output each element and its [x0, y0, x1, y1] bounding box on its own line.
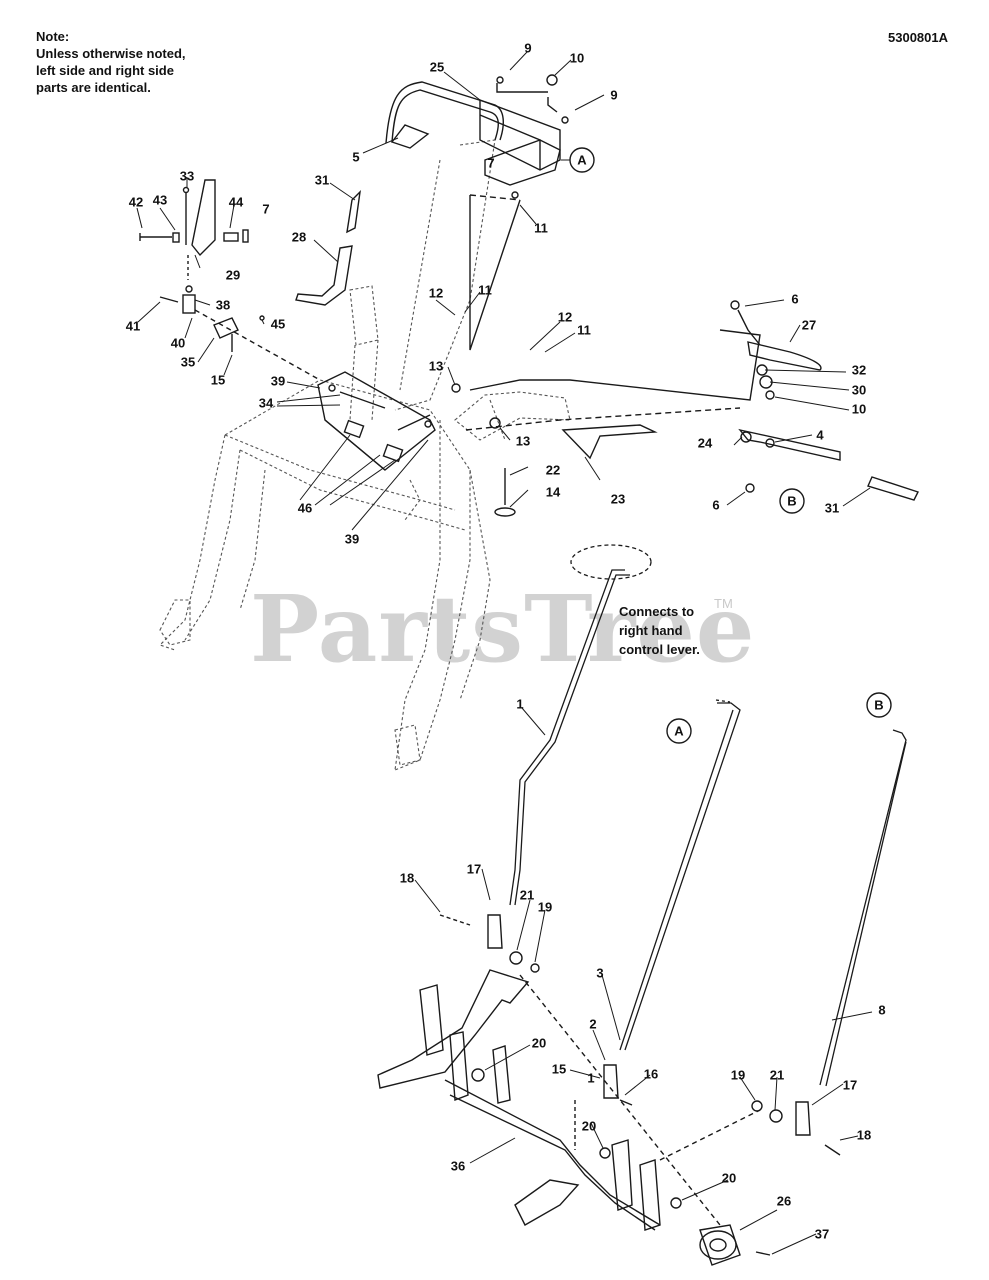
- callout-16[interactable]: 16: [643, 1066, 659, 1082]
- callout-1[interactable]: 1: [587, 1070, 595, 1086]
- callout-24[interactable]: 24: [697, 435, 713, 451]
- callout-20[interactable]: 20: [531, 1035, 547, 1051]
- callout-4[interactable]: 4: [816, 427, 824, 443]
- connects-to-note: Connects to right hand control lever.: [619, 602, 700, 659]
- reference-b[interactable]: B: [787, 493, 797, 509]
- callout-19[interactable]: 19: [730, 1067, 746, 1083]
- leader-lines: [136, 51, 873, 1255]
- callout-6[interactable]: 6: [712, 497, 720, 513]
- callout-11[interactable]: 11: [534, 220, 548, 236]
- callout-19[interactable]: 19: [537, 899, 553, 915]
- handle-bracket-28: [295, 190, 361, 306]
- note-heading: Note:: [36, 29, 70, 44]
- callout-26[interactable]: 26: [776, 1193, 792, 1209]
- callout-33[interactable]: 33: [179, 168, 195, 184]
- note-line: Unless otherwise noted,: [36, 46, 186, 61]
- reference-a[interactable]: A: [674, 723, 684, 739]
- callout-21[interactable]: 21: [769, 1067, 785, 1083]
- control-panel: [317, 371, 436, 471]
- callout-10[interactable]: 10: [569, 50, 585, 66]
- callout-10[interactable]: 10: [851, 401, 867, 417]
- callout-38[interactable]: 38: [215, 297, 231, 313]
- callout-2[interactable]: 2: [589, 1016, 597, 1032]
- callout-3[interactable]: 3: [596, 965, 604, 981]
- reference-a[interactable]: A: [577, 152, 587, 168]
- callout-37[interactable]: 37: [814, 1226, 830, 1242]
- watermark: PartsTree: [250, 575, 756, 683]
- connects-to-note-line: Connects to: [619, 604, 695, 619]
- callout-9[interactable]: 9: [610, 87, 618, 103]
- callout-43[interactable]: 43: [152, 192, 168, 208]
- callout-6[interactable]: 6: [791, 291, 799, 307]
- callout-18[interactable]: 18: [856, 1127, 872, 1143]
- callout-17[interactable]: 17: [466, 861, 482, 877]
- reference-b[interactable]: B: [874, 697, 884, 713]
- callout-45[interactable]: 45: [270, 316, 286, 332]
- callout-25[interactable]: 25: [429, 59, 445, 75]
- callout-34[interactable]: 34: [258, 395, 274, 411]
- callout-41[interactable]: 41: [125, 318, 141, 334]
- callout-32[interactable]: 32: [851, 362, 867, 378]
- callout-31[interactable]: 31: [824, 500, 840, 516]
- callout-9[interactable]: 9: [524, 40, 532, 56]
- lever-assembly-left: [139, 179, 321, 381]
- callout-30[interactable]: 30: [851, 382, 867, 398]
- diagram-id: 5300801A: [888, 30, 948, 45]
- callout-12[interactable]: 12: [428, 285, 444, 301]
- callout-44[interactable]: 44: [228, 194, 244, 210]
- callout-7[interactable]: 7: [262, 201, 270, 217]
- pedal-and-shaft-assembly: [377, 969, 771, 1266]
- callout-27[interactable]: 27: [801, 317, 817, 333]
- callout-13[interactable]: 13: [428, 358, 444, 374]
- control-rods: [509, 544, 907, 1087]
- connects-to-note-line: control lever.: [619, 642, 700, 657]
- note-line: left side and right side: [36, 63, 174, 78]
- callout-39[interactable]: 39: [344, 531, 360, 547]
- callout-7[interactable]: 7: [487, 155, 495, 171]
- callout-14[interactable]: 14: [545, 484, 561, 500]
- lever-assembly-right: [451, 300, 919, 517]
- watermark-trademark: TM: [714, 596, 733, 611]
- callout-35[interactable]: 35: [180, 354, 196, 370]
- callout-20[interactable]: 20: [721, 1170, 737, 1186]
- callout-21[interactable]: 21: [519, 887, 535, 903]
- callout-31[interactable]: 31: [314, 172, 330, 188]
- handle-assembly-top: [385, 74, 569, 351]
- connects-to-note-line: right hand: [619, 623, 683, 638]
- callout-46[interactable]: 46: [297, 500, 313, 516]
- note-line: parts are identical.: [36, 80, 151, 95]
- callout-20[interactable]: 20: [581, 1118, 597, 1134]
- callout-13[interactable]: 13: [515, 433, 531, 449]
- callout-1[interactable]: 1: [516, 696, 524, 712]
- callout-22[interactable]: 22: [545, 462, 561, 478]
- callout-18[interactable]: 18: [399, 870, 415, 886]
- callout-23[interactable]: 23: [610, 491, 626, 507]
- callout-36[interactable]: 36: [450, 1158, 466, 1174]
- diagram-note: Note: Unless otherwise noted, left side …: [36, 28, 186, 96]
- callout-11[interactable]: 11: [577, 322, 591, 338]
- callout-42[interactable]: 42: [128, 194, 144, 210]
- callout-11[interactable]: 11: [478, 282, 492, 298]
- callout-17[interactable]: 17: [842, 1077, 858, 1093]
- callout-40[interactable]: 40: [170, 335, 186, 351]
- callout-8[interactable]: 8: [878, 1002, 886, 1018]
- callout-15[interactable]: 15: [210, 372, 226, 388]
- frame-phantom-lines: [158, 139, 571, 771]
- callout-29[interactable]: 29: [225, 267, 241, 283]
- callout-28[interactable]: 28: [291, 229, 307, 245]
- callout-15[interactable]: 15: [551, 1061, 567, 1077]
- callout-12[interactable]: 12: [557, 309, 573, 325]
- linkage-fittings: [439, 914, 841, 1156]
- callout-5[interactable]: 5: [352, 149, 360, 165]
- callout-39[interactable]: 39: [270, 373, 286, 389]
